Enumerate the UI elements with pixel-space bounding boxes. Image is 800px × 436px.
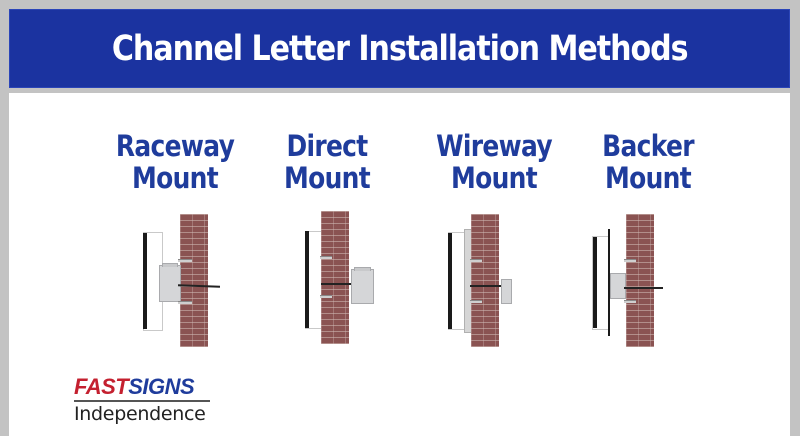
title-banner: Channel Letter Installation Methods (9, 9, 790, 88)
power-wire (470, 285, 502, 287)
brand-part1: FAST (74, 374, 129, 399)
page-title: Channel Letter Installation Methods (111, 28, 689, 69)
logo-divider (74, 400, 210, 402)
power-wire (624, 287, 663, 289)
letter-face (448, 233, 452, 329)
mounting-bolt (178, 259, 192, 262)
raceway-box (159, 263, 181, 302)
method-title-line2: Mount (605, 161, 692, 195)
mounting-bolt (320, 295, 332, 298)
content-panel (9, 93, 790, 436)
method-title-line1: Raceway (115, 129, 235, 163)
power-supply-box (501, 279, 512, 304)
method-title-line1: Backer (602, 129, 694, 163)
brick-wall (471, 214, 499, 347)
location-label: Independence (74, 403, 206, 425)
method-title-line2: Mount (284, 161, 371, 195)
mounting-bolt (470, 259, 482, 262)
power-supply-box (351, 267, 374, 304)
method-title-wireway: Wireway Mount (430, 130, 559, 194)
mounting-bolt (178, 301, 192, 304)
method-title-direct: Direct Mount (263, 130, 392, 194)
method-title-backer: Backer Mount (584, 130, 713, 194)
mounting-bolt (624, 259, 636, 262)
brick-wall (321, 211, 349, 344)
method-title-line2: Mount (451, 161, 538, 195)
method-title-line1: Direct (286, 129, 368, 163)
mounting-bolt (320, 256, 332, 259)
power-wire (321, 283, 351, 285)
letter-face (593, 237, 597, 328)
brick-wall (180, 214, 208, 347)
brand-part2: SIGNS (128, 374, 195, 399)
letter-face (305, 231, 309, 328)
mounting-bolt (624, 300, 636, 303)
mounting-bolt (470, 300, 482, 303)
method-title-line2: Mount (132, 161, 219, 195)
backer-box (610, 273, 626, 299)
letter-face (143, 233, 147, 329)
brick-wall (626, 214, 654, 347)
backer-panel (608, 229, 610, 336)
brand-wordmark: FASTSIGNS (74, 375, 210, 399)
method-title-line1: Wireway (436, 129, 553, 163)
fastsigns-logo: FASTSIGNS Independence (74, 375, 210, 425)
method-title-raceway: Raceway Mount (111, 130, 240, 194)
